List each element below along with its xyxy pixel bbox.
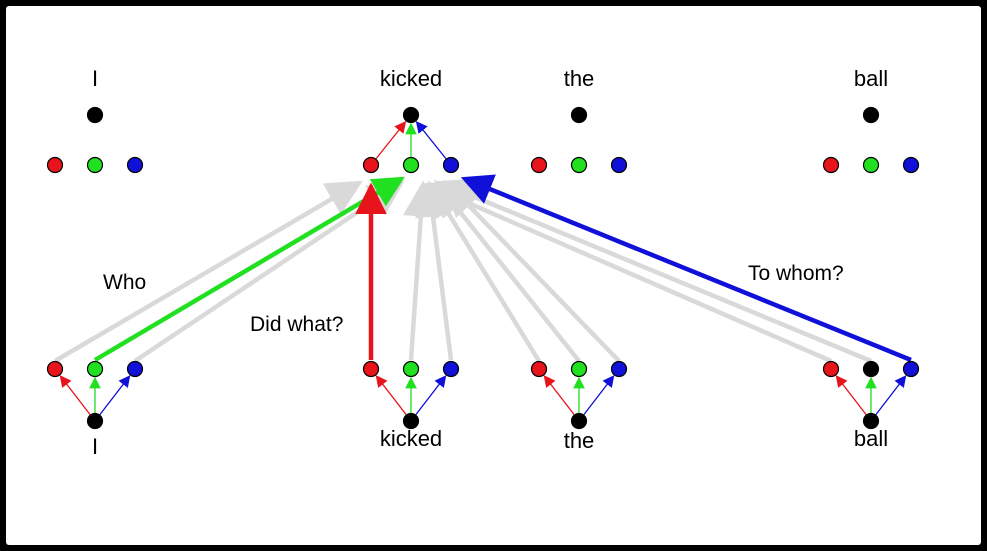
- top-query-dot-the: [530, 156, 548, 174]
- bottom-word-kicked: kicked: [380, 426, 442, 451]
- bottom-value-dot-i: [126, 360, 144, 378]
- bottom-key-dot-i: [86, 360, 104, 378]
- top-value-dot-ball: [902, 156, 920, 174]
- bottom-proj-arrow-value-i: [99, 375, 131, 416]
- label-who: Who: [103, 271, 146, 294]
- attention-arrow-gray-1: [53, 180, 363, 363]
- top-key-dot-i: [86, 156, 104, 174]
- bottom-word-i: I: [92, 434, 98, 459]
- top-key-dot-ball: [862, 156, 880, 174]
- top-value-dot-the: [610, 156, 628, 174]
- bottom-query-dot-the: [530, 360, 548, 378]
- bottom-proj-arrow-query-i: [59, 375, 91, 416]
- top-proj-arrow-value-kicked: [415, 121, 447, 160]
- attention-arrow-who: [93, 176, 405, 362]
- diagram-canvas: I kicked the ball I kicked the ball Who …: [6, 6, 981, 545]
- attention-arrow-gray-3: [402, 180, 439, 361]
- top-word-i: I: [92, 66, 98, 91]
- bottom-proj-arrow-value-ball: [875, 375, 907, 416]
- top-key-dot-the: [570, 156, 588, 174]
- label-to-whom: To whom?: [748, 262, 844, 285]
- bottom-query-dot-i: [46, 360, 64, 378]
- top-word-labels: I kicked the ball: [92, 66, 888, 91]
- top-word-ball: ball: [854, 66, 888, 91]
- bottom-word-ball: ball: [854, 426, 888, 451]
- bottom-value-dot-ball: [902, 360, 920, 378]
- top-embedding-dot-kicked: [402, 106, 420, 124]
- projection-arrows: [59, 121, 907, 416]
- bottom-key-dot-ball: [862, 360, 880, 378]
- top-key-dot-kicked: [402, 156, 420, 174]
- label-did-what: Did what?: [250, 313, 343, 336]
- top-embedding-dot-ball: [862, 106, 880, 124]
- bottom-proj-arrow-query-the: [543, 375, 575, 416]
- bottom-proj-arrow-value-the: [583, 375, 615, 416]
- attention-arrow-gray-9: [436, 178, 872, 364]
- bottom-proj-arrow-query-ball: [835, 375, 867, 416]
- bottom-value-dot-the: [610, 360, 628, 378]
- attention-diagram: I kicked the ball I kicked the ball Who …: [46, 66, 920, 459]
- bottom-query-dot-kicked: [362, 360, 380, 378]
- attention-arrows-highlighted: [93, 174, 912, 363]
- bottom-word-labels: I kicked the ball: [92, 426, 888, 459]
- top-word-kicked: kicked: [380, 66, 442, 91]
- bottom-embedding-dot-kicked: [402, 412, 420, 430]
- top-value-dot-kicked: [442, 156, 460, 174]
- top-proj-arrow-query-kicked: [375, 121, 407, 160]
- attention-arrow-gray-7: [443, 179, 621, 363]
- bottom-embedding-dot-i: [86, 412, 104, 430]
- vector-nodes: [46, 106, 920, 430]
- top-embedding-dot-i: [86, 106, 104, 124]
- bottom-proj-arrow-value-kicked: [415, 375, 447, 416]
- bottom-proj-arrow-query-kicked: [375, 375, 407, 416]
- attention-arrows-gray: [53, 178, 872, 364]
- bottom-value-dot-kicked: [442, 360, 460, 378]
- top-value-dot-i: [126, 156, 144, 174]
- top-query-dot-i: [46, 156, 64, 174]
- bottom-embedding-dot-ball: [862, 412, 880, 430]
- attention-arrow-gray-8: [422, 181, 832, 364]
- top-word-the: the: [564, 66, 595, 91]
- top-embedding-dot-the: [570, 106, 588, 124]
- bottom-key-dot-the: [570, 360, 588, 378]
- top-query-dot-ball: [822, 156, 840, 174]
- top-query-dot-kicked: [362, 156, 380, 174]
- bottom-query-dot-ball: [822, 360, 840, 378]
- bottom-key-dot-kicked: [402, 360, 420, 378]
- bottom-embedding-dot-the: [570, 412, 588, 430]
- bottom-word-the: the: [564, 428, 595, 453]
- attention-arrow-to-whom: [460, 174, 912, 363]
